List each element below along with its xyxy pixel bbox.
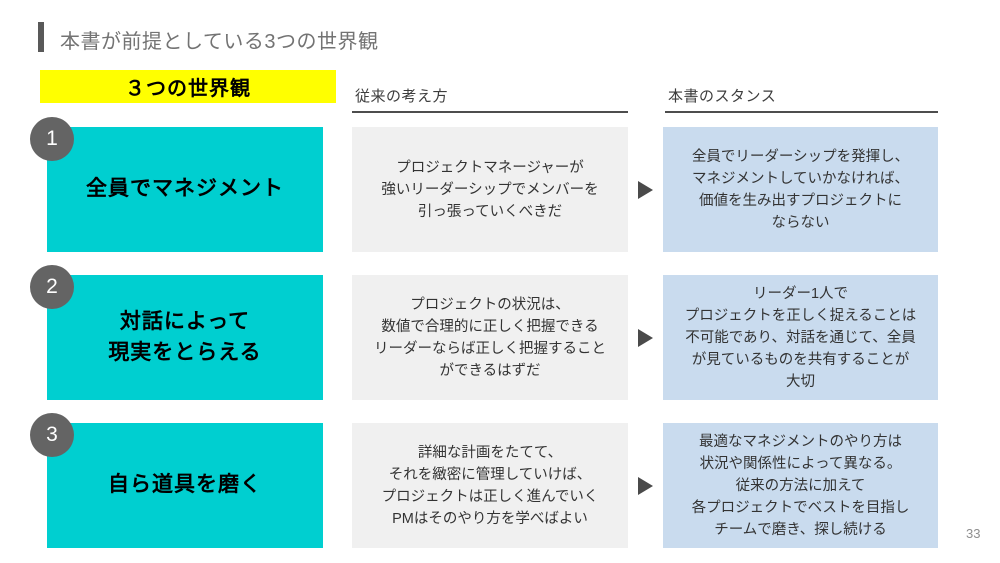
slide-title: 本書が前提としている3つの世界観 — [60, 31, 379, 53]
row-number-badge: 1 — [30, 117, 74, 161]
column-header-conventional: 従来の考え方 — [355, 88, 449, 105]
row-number-badge: 2 — [30, 265, 74, 309]
column-underline-stance — [665, 111, 938, 113]
book-stance-box: 最適なマネジメントのやり方は 状況や関係性によって異なる。 従来の方法に加えて … — [663, 423, 938, 548]
right-arrow-icon — [638, 329, 653, 347]
worldview-row-3: 3 自ら道具を磨く 詳細な計画をたてて、 それを緻密に管理していけば、 プロジェ… — [0, 413, 1000, 548]
conventional-thinking-box: 詳細な計画をたてて、 それを緻密に管理していけば、 プロジェクトは正しく進んでい… — [352, 423, 628, 548]
title-accent-bar — [38, 22, 44, 52]
right-arrow-icon — [638, 181, 653, 199]
worldview-box: 対話によって 現実をとらえる — [47, 275, 323, 400]
worldview-row-2: 2 対話によって 現実をとらえる プロジェクトの状況は、 数値で合理的に正しく把… — [0, 265, 1000, 400]
book-stance-box: リーダー1人で プロジェクトを正しく捉えることは 不可能であり、対話を通じて、全… — [663, 275, 938, 400]
worldview-box: 全員でマネジメント — [47, 127, 323, 252]
conventional-thinking-box: プロジェクトの状況は、 数値で合理的に正しく把握できる リーダーならば正しく把握… — [352, 275, 628, 400]
worldview-row-1: 1 全員でマネジメント プロジェクトマネージャーが 強いリーダーシップでメンバー… — [0, 117, 1000, 252]
right-arrow-icon — [638, 477, 653, 495]
conventional-thinking-box: プロジェクトマネージャーが 強いリーダーシップでメンバーを 引っ張っていくべきだ — [352, 127, 628, 252]
column-header-stance: 本書のスタンス — [668, 88, 777, 105]
worldview-box: 自ら道具を磨く — [47, 423, 323, 548]
book-stance-box: 全員でリーダーシップを発揮し、 マネジメントしていかなければ、 価値を生み出すプ… — [663, 127, 938, 252]
page-number: 33 — [966, 526, 981, 541]
row-number-badge: 3 — [30, 413, 74, 457]
worldview-header-label: ３つの世界観 — [40, 70, 336, 103]
column-underline-conventional — [352, 111, 628, 113]
